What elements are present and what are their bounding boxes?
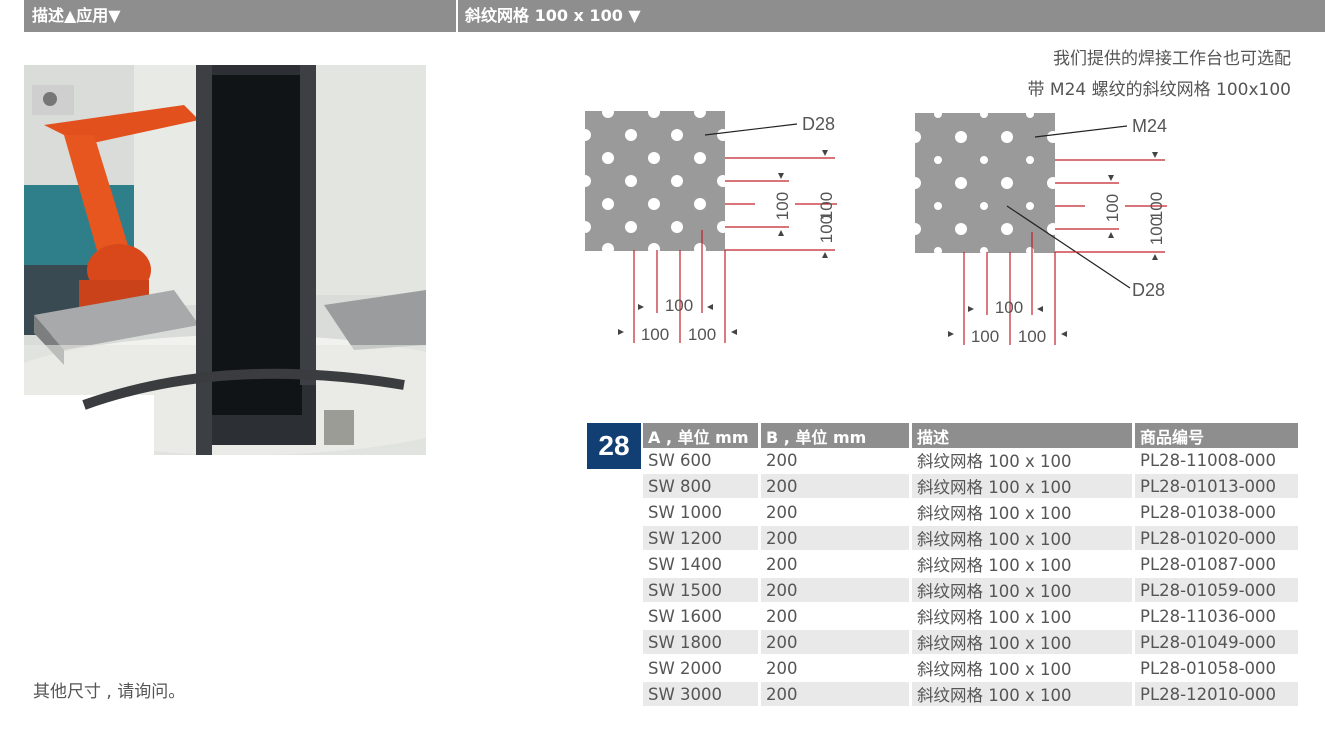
col-header-item-number: 商品编号 <box>1135 423 1301 448</box>
dim-right-outer-lower: 100 <box>1147 217 1166 245</box>
table-row: SW 1600 200 斜纹网格 100 x 100 PL28-11036-00… <box>643 604 1301 630</box>
cell-item-number: PL28-01059-000 <box>1135 578 1301 604</box>
diagonal-grid-toggle[interactable]: 斜纹网格 100 x 100 ▼ <box>465 6 641 25</box>
table-row: SW 1500 200 斜纹网格 100 x 100 PL28-01059-00… <box>643 578 1301 604</box>
dim-right-inner: 100 <box>1103 194 1122 222</box>
cell-item-number: PL28-11008-000 <box>1135 448 1301 474</box>
dim-bottom-left: 100 <box>641 325 669 344</box>
cell-description: 斜纹网格 100 x 100 <box>912 474 1135 500</box>
cell-a: SW 800 <box>643 474 761 500</box>
product-table: A , 单位 mm B , 单位 mm 描述 商品编号 SW 600 200 斜… <box>643 423 1301 708</box>
cell-a: SW 1800 <box>643 630 761 656</box>
cell-item-number: PL28-01087-000 <box>1135 552 1301 578</box>
cell-a: SW 1000 <box>643 500 761 526</box>
cell-b: 200 <box>761 578 912 604</box>
dim-bottom-inner: 100 <box>995 298 1023 317</box>
grid-plate <box>915 113 1055 253</box>
grid-plate <box>585 111 725 251</box>
grid-holes <box>579 108 729 255</box>
cell-description: 斜纹网格 100 x 100 <box>912 682 1135 708</box>
cell-item-number: PL28-01058-000 <box>1135 656 1301 682</box>
cell-item-number: PL28-01013-000 <box>1135 474 1301 500</box>
cell-b: 200 <box>761 630 912 656</box>
cell-a: SW 2000 <box>643 656 761 682</box>
cell-description: 斜纹网格 100 x 100 <box>912 500 1135 526</box>
cell-description: 斜纹网格 100 x 100 <box>912 578 1135 604</box>
cell-b: 200 <box>761 448 912 474</box>
m24-label: M24 <box>1132 116 1167 136</box>
dim-bottom-right: 100 <box>688 325 716 344</box>
dim-bottom-inner: 100 <box>665 296 693 315</box>
cell-b: 200 <box>761 526 912 552</box>
header-divider <box>456 0 458 32</box>
cell-b: 200 <box>761 656 912 682</box>
cell-item-number: PL28-01038-000 <box>1135 500 1301 526</box>
description-application-toggle[interactable]: 描述▲应用▼ <box>32 6 121 25</box>
cell-a: SW 1600 <box>643 604 761 630</box>
cell-a: SW 1500 <box>643 578 761 604</box>
dim-right-outer-upper: 100 <box>1147 192 1166 220</box>
option-note-line1: 我们提供的焊接工作台也可选配 <box>1053 49 1291 69</box>
catalog-page-badge: 28 <box>587 423 641 469</box>
cell-item-number: PL28-01049-000 <box>1135 630 1301 656</box>
cell-description: 斜纹网格 100 x 100 <box>912 552 1135 578</box>
cell-item-number: PL28-12010-000 <box>1135 682 1301 708</box>
dim-right-outer-upper: 100 <box>817 192 836 220</box>
d28-label: D28 <box>1132 280 1165 300</box>
cell-item-number: PL28-11036-000 <box>1135 604 1301 630</box>
cell-b: 200 <box>761 500 912 526</box>
table-row: SW 3000 200 斜纹网格 100 x 100 PL28-12010-00… <box>643 682 1301 708</box>
cell-b: 200 <box>761 552 912 578</box>
table-row: SW 2000 200 斜纹网格 100 x 100 PL28-01058-00… <box>643 656 1301 682</box>
option-note-line2: 带 M24 螺纹的斜纹网格 100x100 <box>1027 80 1291 100</box>
cell-b: 200 <box>761 604 912 630</box>
welding-station-photo <box>24 65 426 455</box>
cell-a: SW 1200 <box>643 526 761 552</box>
dim-bottom-right: 100 <box>1018 327 1046 346</box>
table-row: SW 1400 200 斜纹网格 100 x 100 PL28-01087-00… <box>643 552 1301 578</box>
grid-diagram-m24: M24 D28 100 100 100 100 100 100 <box>909 110 1167 346</box>
table-row: SW 600 200 斜纹网格 100 x 100 PL28-11008-000 <box>643 448 1301 474</box>
col-header-a: A , 单位 mm <box>643 423 761 448</box>
cell-a: SW 1400 <box>643 552 761 578</box>
cell-description: 斜纹网格 100 x 100 <box>912 448 1135 474</box>
cell-description: 斜纹网格 100 x 100 <box>912 630 1135 656</box>
col-header-description: 描述 <box>912 423 1135 448</box>
table-row: SW 1200 200 斜纹网格 100 x 100 PL28-01020-00… <box>643 526 1301 552</box>
table-header-row: A , 单位 mm B , 单位 mm 描述 商品编号 <box>643 423 1301 448</box>
cell-item-number: PL28-01020-000 <box>1135 526 1301 552</box>
cell-description: 斜纹网格 100 x 100 <box>912 604 1135 630</box>
other-sizes-note: 其他尺寸 , 请询问。 <box>33 682 186 702</box>
dim-bottom-left: 100 <box>971 327 999 346</box>
table-row: SW 1000 200 斜纹网格 100 x 100 PL28-01038-00… <box>643 500 1301 526</box>
cell-b: 200 <box>761 682 912 708</box>
section-header-bar: 描述▲应用▼ 斜纹网格 100 x 100 ▼ <box>24 0 1325 32</box>
table-row: SW 1800 200 斜纹网格 100 x 100 PL28-01049-00… <box>643 630 1301 656</box>
cell-b: 200 <box>761 474 912 500</box>
cell-a: SW 600 <box>643 448 761 474</box>
cell-description: 斜纹网格 100 x 100 <box>912 656 1135 682</box>
cell-description: 斜纹网格 100 x 100 <box>912 526 1135 552</box>
col-header-b: B , 单位 mm <box>761 423 912 448</box>
table-row: SW 800 200 斜纹网格 100 x 100 PL28-01013-000 <box>643 474 1301 500</box>
dim-right-outer-lower: 100 <box>817 215 836 243</box>
dim-right-inner: 100 <box>773 192 792 220</box>
d28-label: D28 <box>802 114 835 134</box>
grid-diagram-d28: D28 100 100 100 100 100 100 <box>579 108 837 344</box>
cell-a: SW 3000 <box>643 682 761 708</box>
